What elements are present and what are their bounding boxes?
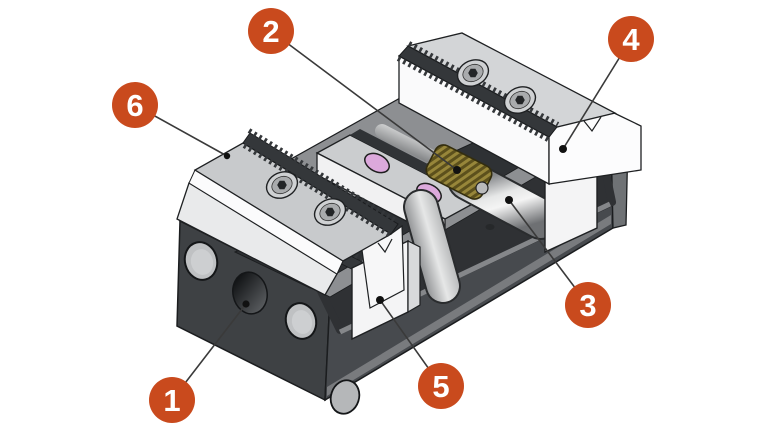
callout-badge-6: 6 <box>112 82 158 128</box>
callout-badge-4: 4 <box>608 16 654 62</box>
serration-teeth <box>396 56 550 142</box>
right-jaw <box>396 32 642 186</box>
socket-screw <box>265 171 299 199</box>
base-through-hole <box>232 271 268 315</box>
leader-dot-5 <box>376 296 384 304</box>
leader-dots <box>223 145 567 308</box>
leader-dot-6 <box>223 152 231 160</box>
callout-badge-2: 2 <box>248 8 294 54</box>
left-jaw-serrated-plate <box>242 132 399 235</box>
serration-teeth <box>247 128 399 224</box>
serration-teeth <box>242 143 394 239</box>
edge-screw-bump <box>485 224 495 230</box>
right-jaw-serrated-plate <box>398 45 558 138</box>
callout-badge-1: 1 <box>149 377 195 423</box>
leader-2 <box>270 30 458 171</box>
leader-dot-2 <box>453 166 461 174</box>
base-front-hole <box>329 379 361 415</box>
leader-dot-1 <box>242 300 250 308</box>
base-counterbore-inner <box>190 249 214 275</box>
pink-port <box>364 152 390 174</box>
leader-dot-3 <box>505 196 513 204</box>
upper-guide-rod <box>375 124 439 164</box>
socket-screw <box>503 86 537 114</box>
callout-badge-5: 5 <box>418 363 464 409</box>
leader-dot-4 <box>559 145 567 153</box>
socket-screw <box>456 59 490 87</box>
screw-nut <box>475 181 489 195</box>
left-jaw <box>176 128 405 309</box>
serration-teeth <box>407 41 560 127</box>
base-counterbore-inner-2 <box>291 310 313 334</box>
socket-screw <box>313 198 347 226</box>
left-jaw-v-notch <box>377 238 393 254</box>
base-bottom-chamfer <box>327 215 611 396</box>
guide-rod-left <box>403 189 461 304</box>
callout-badge-3: 3 <box>565 282 611 328</box>
right-jaw-v-notch <box>583 116 602 133</box>
